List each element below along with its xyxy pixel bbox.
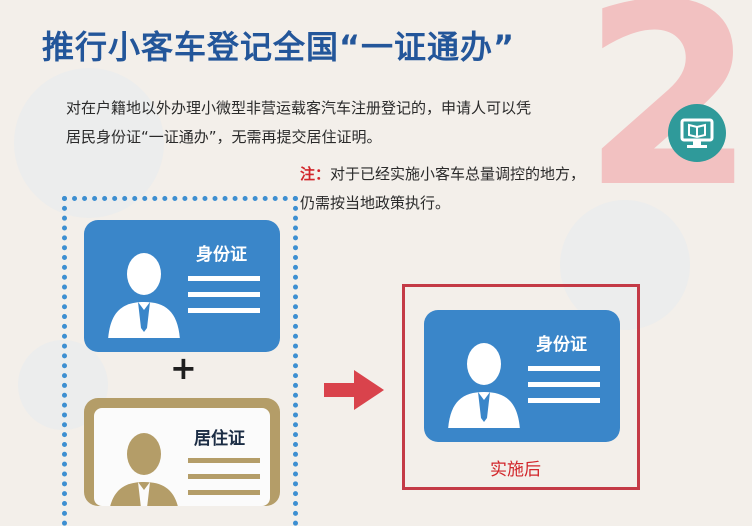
person-silhouette-icon — [110, 433, 178, 506]
after-label: 实施后 — [490, 460, 541, 480]
text-line — [188, 276, 260, 281]
note: 注：对于已经实施小客车总量调控的地方，仍需按当地政策执行。 — [300, 160, 590, 218]
person-silhouette-icon — [108, 253, 180, 338]
text-line — [188, 308, 260, 313]
after-id-card-label: 身份证 — [536, 335, 587, 355]
residence-card-label: 居住证 — [194, 429, 245, 449]
step-number: 2 — [582, 0, 752, 242]
id-card: 身份证 — [84, 220, 280, 352]
after-id-card: 身份证 — [424, 310, 620, 442]
text-line — [188, 490, 260, 495]
plus-sign: + — [170, 349, 197, 387]
id-card-label: 身份证 — [196, 245, 247, 265]
background-circle — [14, 68, 164, 218]
text-line — [188, 474, 260, 479]
text-line — [528, 366, 600, 371]
before-cards-container — [62, 196, 298, 526]
policy-paragraph: 对在户籍地以外办理小微型非营运载客汽车注册登记的，申请人可以凭居民身份证“一证通… — [66, 99, 532, 146]
residence-card: 居住证 — [84, 398, 280, 506]
person-silhouette-icon — [448, 343, 520, 428]
page-title: 推行小客车登记全国“一证通办” — [42, 28, 516, 66]
background-circle — [560, 200, 690, 330]
text-line — [188, 292, 260, 297]
text-line — [528, 398, 600, 403]
note-text: 对于已经实施小客车总量调控的地方，仍需按当地政策执行。 — [300, 165, 586, 212]
text-line — [188, 458, 260, 463]
text-line — [528, 382, 600, 387]
arrow-right-icon — [324, 370, 384, 410]
computer-screen-icon — [668, 104, 726, 162]
note-label: 注： — [300, 165, 331, 183]
after-container — [402, 284, 640, 490]
